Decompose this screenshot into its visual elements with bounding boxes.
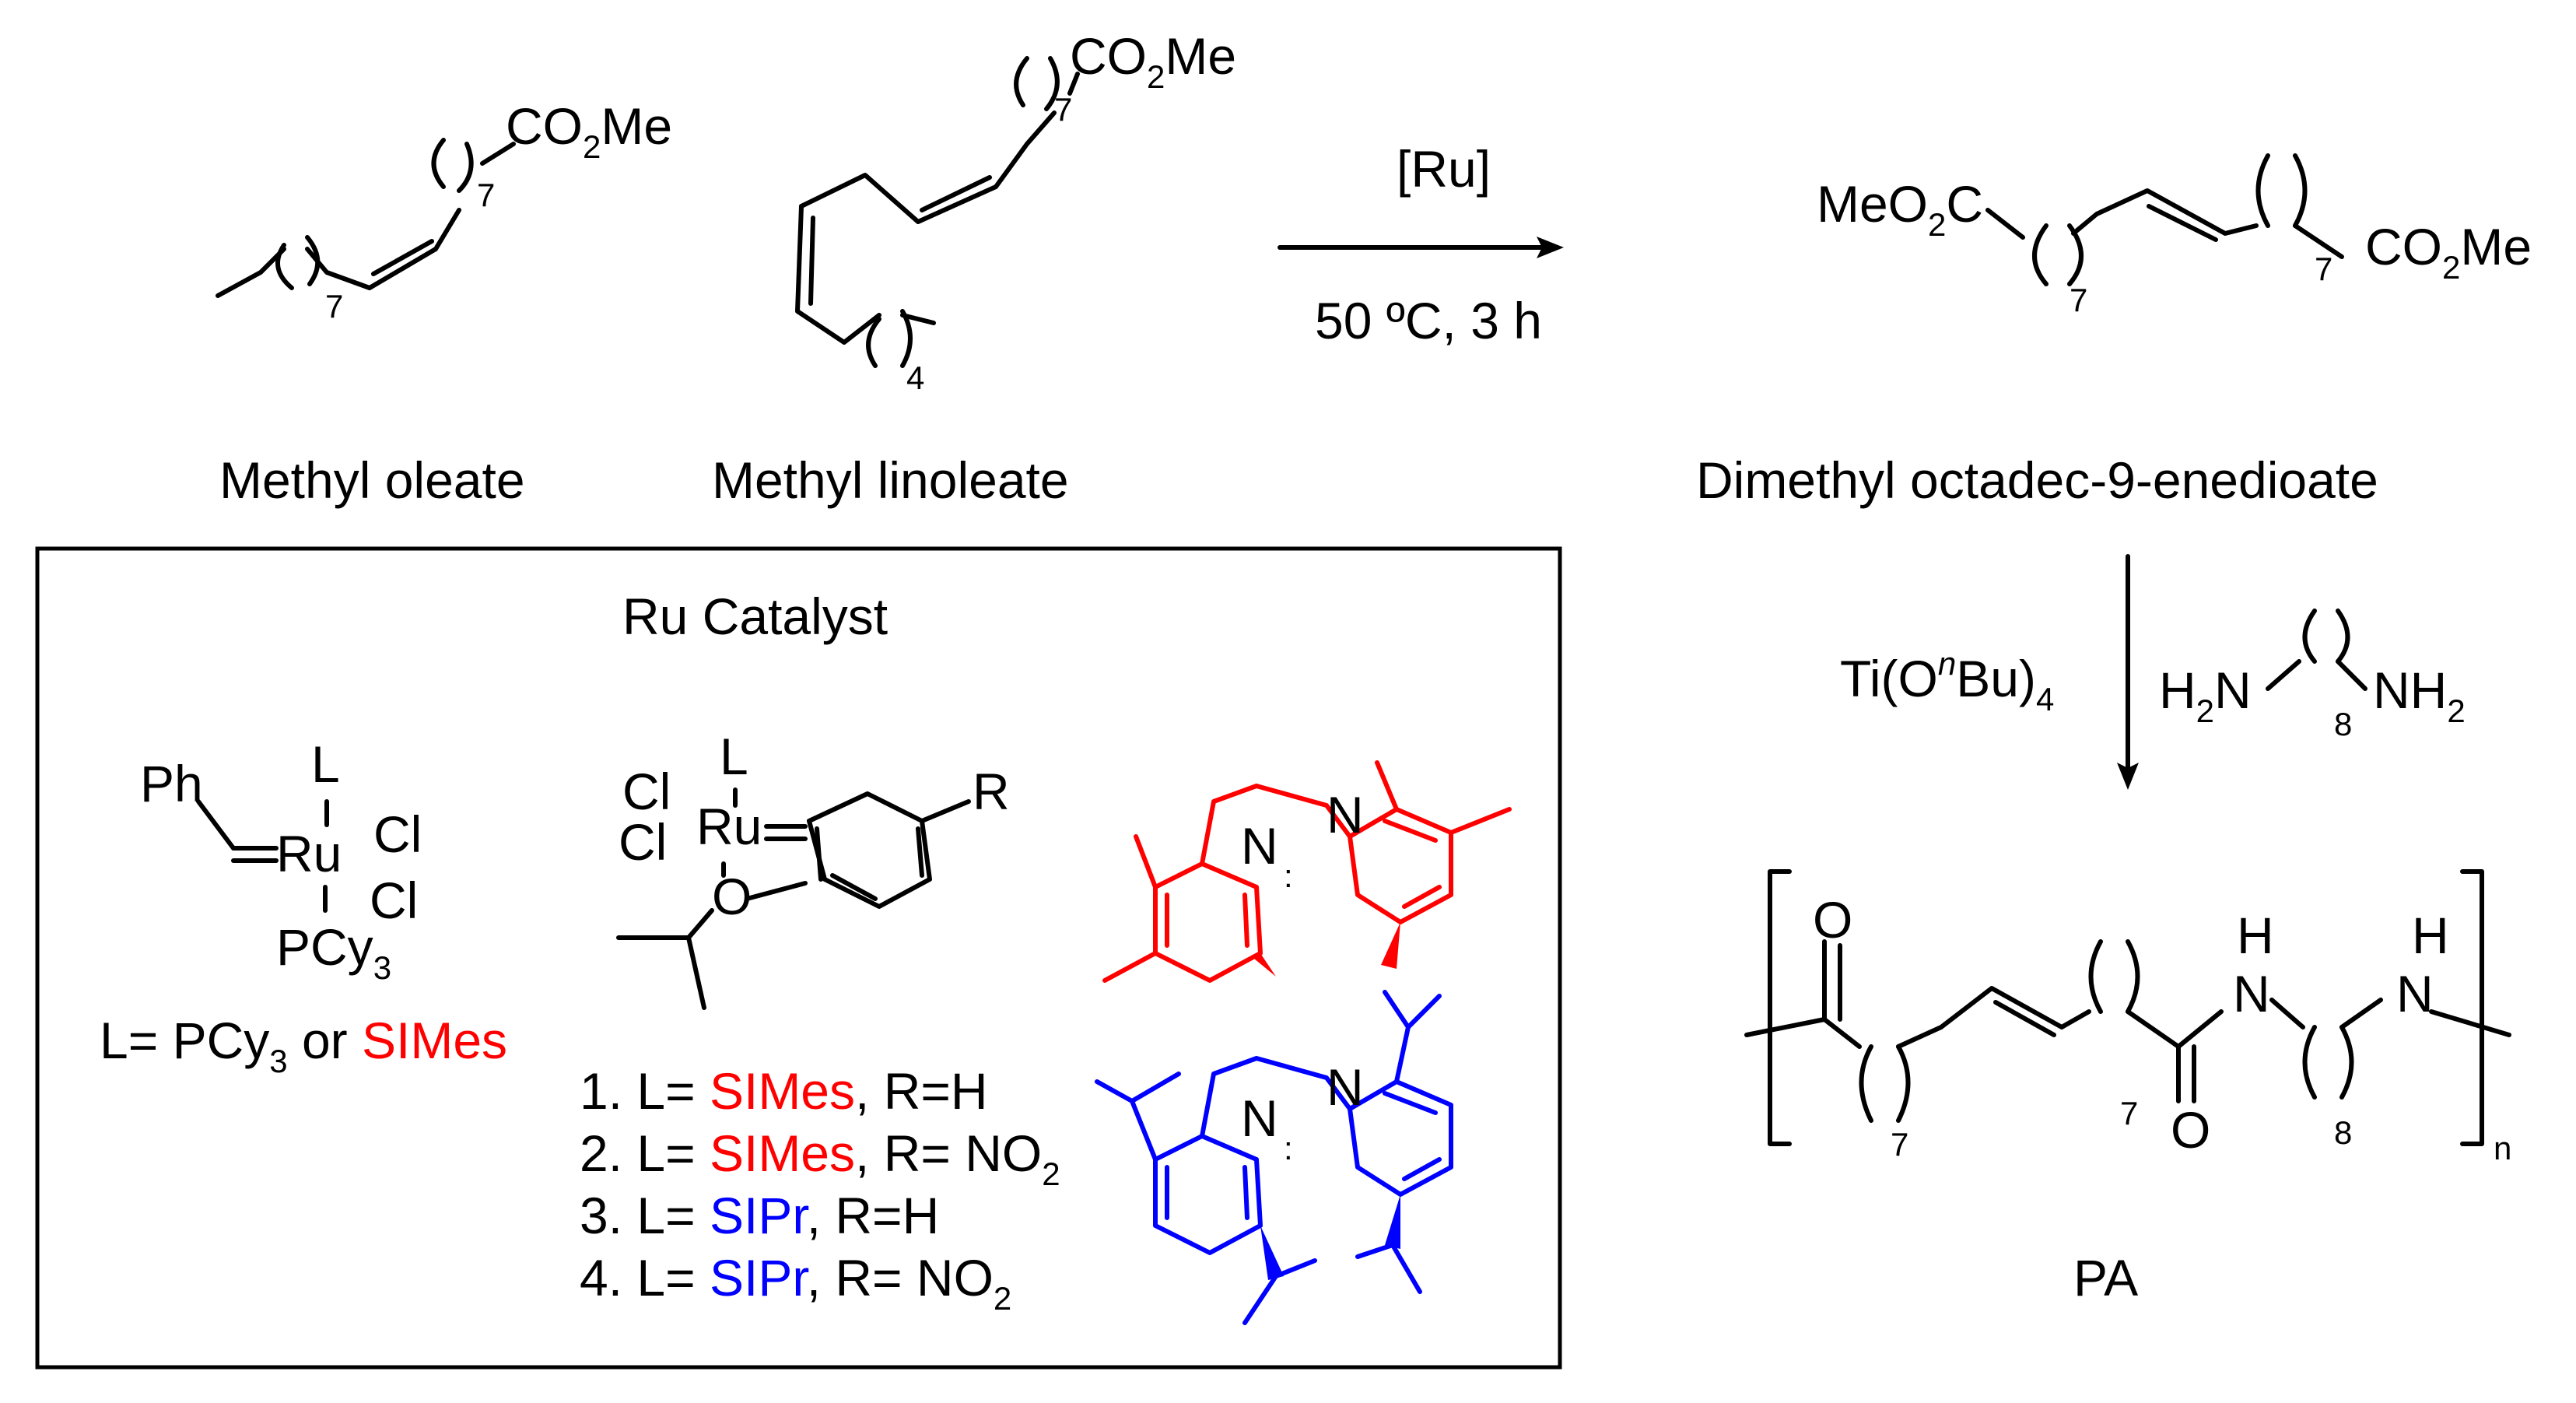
product1-n-left: 7 <box>2070 282 2087 318</box>
polymer-n-right: 7 <box>2120 1095 2138 1131</box>
product1-n-right: 7 <box>2315 251 2332 287</box>
dimethyl-octadecenedioate-structure: MeO2C 7 7 CO2Me <box>1817 153 2532 318</box>
polymer-nh2-h: H <box>2412 907 2449 964</box>
grubbs-ligand-label: L= PCy3 or SIMes <box>100 1012 507 1079</box>
linoleate-ester-group: CO2Me <box>1070 27 1236 95</box>
reaction2-reagent: Ti(OnBu)4 <box>1840 645 2054 717</box>
catalyst-box <box>35 546 1562 1370</box>
methyl-oleate-structure: CO2Me 7 7 <box>216 97 672 324</box>
reaction1-catalyst: [Ru] <box>1397 140 1491 198</box>
hoveyda-cl2: Cl <box>619 813 667 871</box>
grubbs-pcy: PCy3 <box>276 918 391 986</box>
polymer-carbonyl-o: O <box>1813 891 1852 949</box>
product1-label: Dimethyl octadec-9-enedioate <box>1696 451 2378 509</box>
polymer-repeat-n: n <box>2494 1130 2511 1166</box>
polymer-n-amine: 8 <box>2334 1114 2352 1151</box>
grubbs-l: L <box>311 735 340 793</box>
reaction1-conditions: 50 ºC, 3 h <box>1315 292 1542 349</box>
hoveyda-cl1: Cl <box>622 763 671 820</box>
simes-lone-pair: : <box>1284 858 1293 894</box>
oleate-n-bottom: 7 <box>325 288 343 324</box>
polymer-nh1-h: H <box>2237 907 2274 964</box>
catalyst-list-item-1: 1. L= SIMes, R=H <box>580 1062 988 1120</box>
hoveyda-r: R <box>973 763 1010 820</box>
sipr-n2: N <box>1327 1058 1364 1116</box>
diamine-left: H2N <box>2159 661 2252 729</box>
sipr-ligand-structure: N N : <box>1095 990 1453 1325</box>
product1-right-ester: CO2Me <box>2365 218 2532 286</box>
diamine-n: 8 <box>2334 706 2352 742</box>
diamine-structure: H2N 8 NH2 <box>2159 609 2466 742</box>
hoveyda-ru: Ru <box>696 798 762 855</box>
grubbs-ph: Ph <box>140 755 203 812</box>
simes-ligand-structure: N N : <box>1102 760 1512 983</box>
polymer-nh2-n: N <box>2396 965 2434 1022</box>
hoveyda-catalyst-structure: L Cl Cl Ru R O <box>616 728 1010 1010</box>
oleate-ester-group: CO2Me <box>506 97 672 165</box>
hoveyda-l: L <box>720 728 748 785</box>
catalyst-box-title: Ru Catalyst <box>622 588 888 645</box>
grubbs-cl2: Cl <box>370 872 418 929</box>
grubbs-catalyst-structure: Ph Ru L Cl Cl PCy3 <box>140 735 422 986</box>
linoleate-n-top: 7 <box>1054 91 1072 128</box>
grubbs-cl1: Cl <box>373 805 422 863</box>
methyl-oleate-label: Methyl oleate <box>219 451 525 509</box>
diamine-right: NH2 <box>2373 661 2466 729</box>
polymer-amide-o: O <box>2171 1101 2210 1159</box>
polymer-label: PA <box>2073 1249 2138 1307</box>
catalyst-list: 1. L= SIMes, R=H 2. L= SIMes, R= NO2 3. … <box>580 1062 1060 1317</box>
simes-n1: N <box>1241 817 1278 875</box>
catalyst-list-item-3: 3. L= SIPr, R=H <box>580 1187 939 1244</box>
sipr-lone-pair: : <box>1284 1130 1293 1166</box>
hoveyda-o: O <box>712 868 752 925</box>
grubbs-ru: Ru <box>276 825 342 882</box>
polymer-nh1-n: N <box>2233 965 2270 1022</box>
methyl-linoleate-structure: CO2Me 7 4 <box>795 27 1236 396</box>
linoleate-n-bottom: 4 <box>906 360 924 396</box>
polyamide-structure: O O H N H N 7 7 8 n <box>1744 869 2511 1166</box>
polymer-n-left: 7 <box>1891 1126 1908 1163</box>
simes-n2: N <box>1327 786 1364 844</box>
catalyst-list-item-4: 4. L= SIPr, R= NO2 <box>580 1249 1011 1317</box>
oleate-n-top: 7 <box>477 177 495 213</box>
sipr-n1: N <box>1241 1089 1278 1147</box>
catalyst-list-item-2: 2. L= SIMes, R= NO2 <box>580 1124 1060 1192</box>
product1-left-ester: MeO2C <box>1817 175 1983 243</box>
methyl-linoleate-label: Methyl linoleate <box>712 451 1069 509</box>
